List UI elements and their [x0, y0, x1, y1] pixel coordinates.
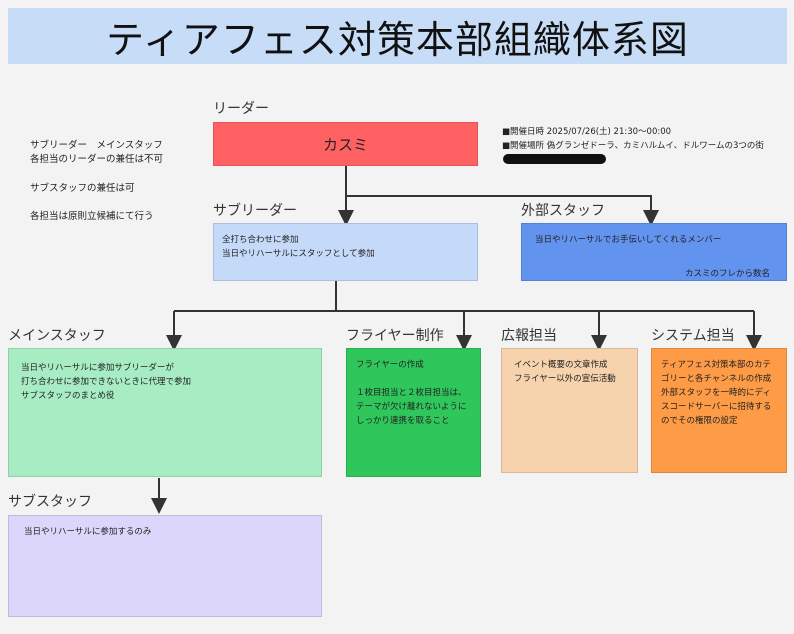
flyer-label: フライヤー制作: [346, 328, 444, 344]
external-box: 当日やリハーサルでお手伝いしてくれるメンバー カスミのフレから数名: [521, 223, 787, 281]
redaction-bar: [503, 154, 606, 164]
leader-box: カスミ: [213, 122, 478, 166]
note-volunteer: 各担当は原則立候補にて行う: [30, 211, 154, 222]
sub-staff-box: 当日やリハーサルに参加するのみ: [8, 515, 322, 617]
subleader-desc: 全打ち合わせに参加 当日やリハーサルにスタッフとして参加: [222, 235, 375, 259]
subleader-label: サブリーダー: [213, 203, 297, 219]
page-title: ティアフェス対策本部組織体系図: [106, 17, 689, 62]
event-place: ■開催場所 偽グランゼドーラ、カミハルムイ、ドルワームの3つの街: [502, 141, 764, 151]
main-staff-box: 当日やリハーサルに参加サブリーダーが 打ち合わせに参加できないときに代理で参加 …: [8, 348, 322, 477]
note-roles: サブリーダー メインスタッフ: [30, 140, 163, 151]
connector-leader-external: [345, 166, 659, 226]
note-no-dual-leader: 各担当のリーダーの兼任は不可: [30, 154, 164, 165]
note-sub-staff-dual: サブスタッフの兼任は可: [30, 183, 135, 194]
external-desc: 当日やリハーサルでお手伝いしてくれるメンバー: [535, 235, 722, 245]
pr-box: イベント概要の文章作成 フライヤー以外の宣伝活動: [501, 348, 638, 473]
flyer-box: フライヤーの作成 １枚目担当と２枚目担当は、 テーマが欠け離れないように しっか…: [346, 348, 481, 477]
system-box: ティアフェス対策本部のカテゴリーと各チャンネルの作成 外部スタッフを一時的にディ…: [651, 348, 787, 473]
pr-desc: イベント概要の文章作成 フライヤー以外の宣伝活動: [514, 360, 616, 384]
leader-label: リーダー: [213, 101, 269, 117]
flyer-desc: フライヤーの作成 １枚目担当と２枚目担当は、 テーマが欠け離れないように しっか…: [356, 360, 467, 426]
sub-staff-label: サブスタッフ: [8, 494, 92, 510]
sub-staff-desc: 当日やリハーサルに参加するのみ: [24, 527, 152, 537]
pr-label: 広報担当: [501, 328, 557, 344]
system-label: システム担当: [651, 328, 735, 344]
subleader-box: 全打ち合わせに参加 当日やリハーサルにスタッフとして参加: [213, 223, 478, 281]
title-bar: ティアフェス対策本部組織体系図: [8, 8, 787, 64]
leader-name: カスミ: [322, 135, 368, 154]
external-note: カスミのフレから数名: [684, 269, 770, 279]
system-desc: ティアフェス対策本部のカテゴリーと各チャンネルの作成 外部スタッフを一時的にディ…: [661, 360, 772, 426]
external-label: 外部スタッフ: [521, 203, 605, 219]
main-staff-label: メインスタッフ: [8, 328, 106, 344]
event-datetime: ■開催日時 2025/07/26(土) 21:30〜00:00: [502, 127, 672, 137]
main-staff-desc: 当日やリハーサルに参加サブリーダーが 打ち合わせに参加できないときに代理で参加 …: [21, 363, 192, 401]
